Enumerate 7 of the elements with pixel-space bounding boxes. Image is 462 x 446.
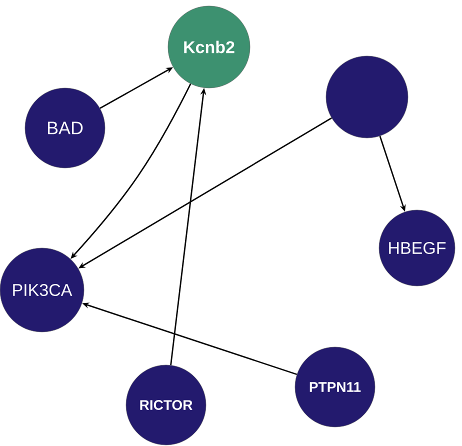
empty-node xyxy=(326,56,408,138)
gene-node: PIK3CA xyxy=(0,248,84,332)
gene-node: RICTOR xyxy=(126,364,206,446)
gene-node: Kcnb2 xyxy=(168,6,250,88)
gene-node: BAD xyxy=(24,88,106,168)
gene-node: HBEGF xyxy=(378,210,456,286)
gene-node: PTPN11 xyxy=(294,346,376,428)
